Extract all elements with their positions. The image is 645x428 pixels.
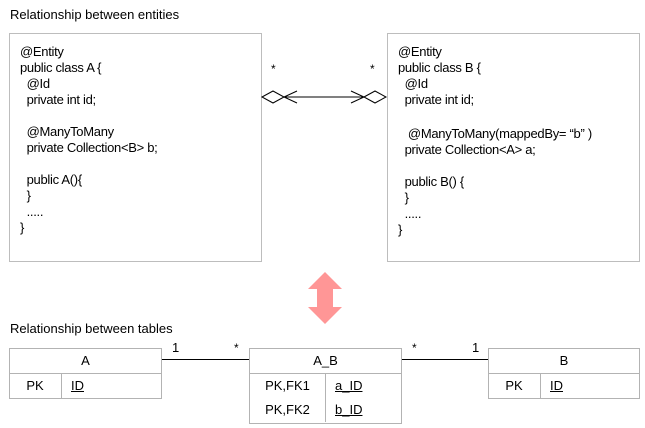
code-line: } [398, 222, 403, 237]
table-a: A PK ID [9, 348, 162, 399]
table-row: PK,FK2 b_ID [250, 398, 401, 422]
table-a-b: A_B PK,FK1 a_ID PK,FK2 b_ID [249, 348, 402, 424]
column-name: ID [550, 378, 563, 393]
code-line: public A(){ [20, 172, 83, 187]
key-label: PK,FK1 [265, 378, 310, 393]
code-line: private int id; [398, 92, 475, 107]
code-line: public B() { [398, 174, 465, 189]
code-line: public class A { [20, 60, 102, 75]
code-line: @Entity [398, 44, 442, 59]
code-line: } [398, 190, 409, 205]
table-b-name: B [489, 349, 639, 374]
key-label: PK [505, 378, 523, 393]
tables-section-title: Relationship between tables [10, 321, 173, 336]
double-headed-arrow-icon [308, 272, 342, 324]
entity-association-connector [260, 90, 388, 104]
code-line: ..... [20, 204, 44, 219]
table-link-ab-b [402, 359, 489, 360]
column-divider [325, 398, 326, 422]
code-line: public class B { [398, 60, 481, 75]
code-line: @Id [20, 76, 50, 91]
entities-section-title: Relationship between entities [10, 7, 180, 22]
entity-a-multiplicity: * [271, 62, 276, 76]
table-b: B PK ID [488, 348, 640, 399]
link-a-multiplicity: 1 [172, 340, 180, 355]
aggregation-diamond-right-icon [350, 90, 388, 104]
column-divider [325, 374, 326, 398]
code-line: @ManyToMany(mappedBy= “b” ) [398, 126, 592, 141]
column-name: ID [71, 378, 84, 393]
code-line: @ManyToMany [20, 124, 115, 139]
entity-b-code-box: @Entity public class B { @Id private int… [387, 33, 640, 262]
key-label: PK,FK2 [265, 402, 310, 417]
code-line: ..... [398, 206, 422, 221]
column-divider [61, 374, 62, 398]
table-a-name: A [10, 349, 161, 374]
table-a-b-name: A_B [250, 349, 401, 374]
code-line: private Collection<B> b; [20, 140, 158, 155]
code-line: @Id [398, 76, 428, 91]
table-link-a-ab [162, 359, 249, 360]
code-line: } [20, 220, 25, 235]
link-ab-side-multiplicity: * [412, 341, 417, 355]
entity-a-code-box: @Entity public class A { @Id private int… [9, 33, 262, 262]
key-label: PK [26, 378, 44, 393]
column-name: b_ID [335, 402, 363, 417]
column-name: a_ID [335, 378, 363, 393]
code-line: private int id; [20, 92, 97, 107]
link-ab-multiplicity: * [234, 341, 239, 355]
table-row: PK ID [489, 374, 639, 398]
table-row: PK,FK1 a_ID [250, 374, 401, 398]
entity-b-multiplicity: * [370, 62, 375, 76]
code-line: } [20, 188, 31, 203]
table-row: PK ID [10, 374, 161, 398]
code-line: @Entity [20, 44, 64, 59]
link-b-multiplicity: 1 [472, 340, 480, 355]
column-divider [540, 374, 541, 398]
code-line: private Collection<A> a; [398, 142, 536, 157]
